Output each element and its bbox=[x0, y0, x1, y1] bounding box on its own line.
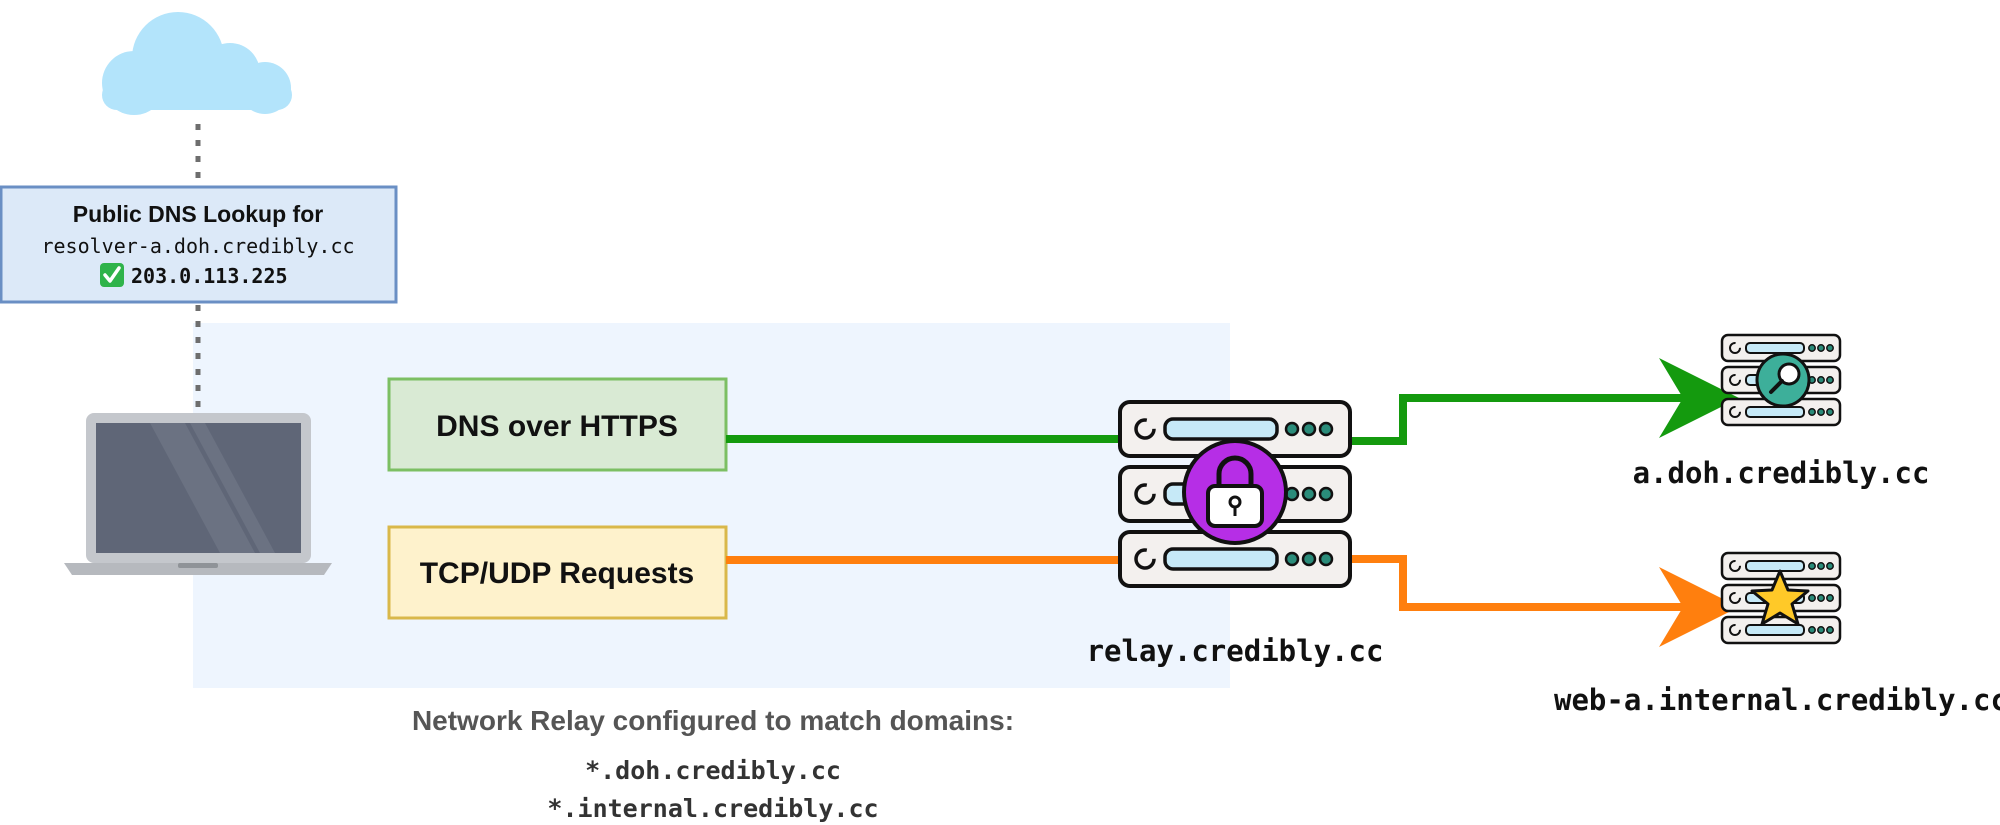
tcp-label: TCP/UDP Requests bbox=[420, 557, 695, 590]
padlock-icon bbox=[1182, 439, 1288, 545]
check-mark-button-icon bbox=[100, 263, 124, 287]
tcp-arrow-to-destination bbox=[1350, 555, 1739, 647]
dns-lookup-title: Public DNS Lookup for bbox=[73, 201, 323, 227]
relay-config-heading: Network Relay configured to match domain… bbox=[412, 705, 1014, 736]
laptop-icon bbox=[64, 413, 332, 575]
destination-web-name: web-a.internal.credibly.cc bbox=[1554, 683, 2000, 717]
dns-lookup-box: Public DNS Lookup for resolver-a.doh.cre… bbox=[0, 185, 398, 304]
relay-config-domain: *.doh.credibly.cc bbox=[585, 756, 841, 785]
star-icon bbox=[1750, 569, 1810, 626]
dns-lookup-hostname: resolver-a.doh.credibly.cc bbox=[41, 234, 354, 258]
magnifier-icon bbox=[1755, 352, 1811, 408]
relay-config-domain: *.internal.credibly.cc bbox=[547, 794, 878, 823]
tcp-box bbox=[387, 525, 728, 620]
relay-name: relay.credibly.cc bbox=[1087, 634, 1384, 668]
destination-doh-name: a.doh.credibly.cc bbox=[1633, 456, 1930, 490]
cloud-icon bbox=[102, 12, 292, 115]
doh-box bbox=[387, 377, 728, 472]
dns-lookup-ip: 203.0.113.225 bbox=[131, 264, 288, 288]
doh-label: DNS over HTTPS bbox=[436, 410, 678, 443]
doh-arrow-to-destination bbox=[1350, 358, 1739, 445]
